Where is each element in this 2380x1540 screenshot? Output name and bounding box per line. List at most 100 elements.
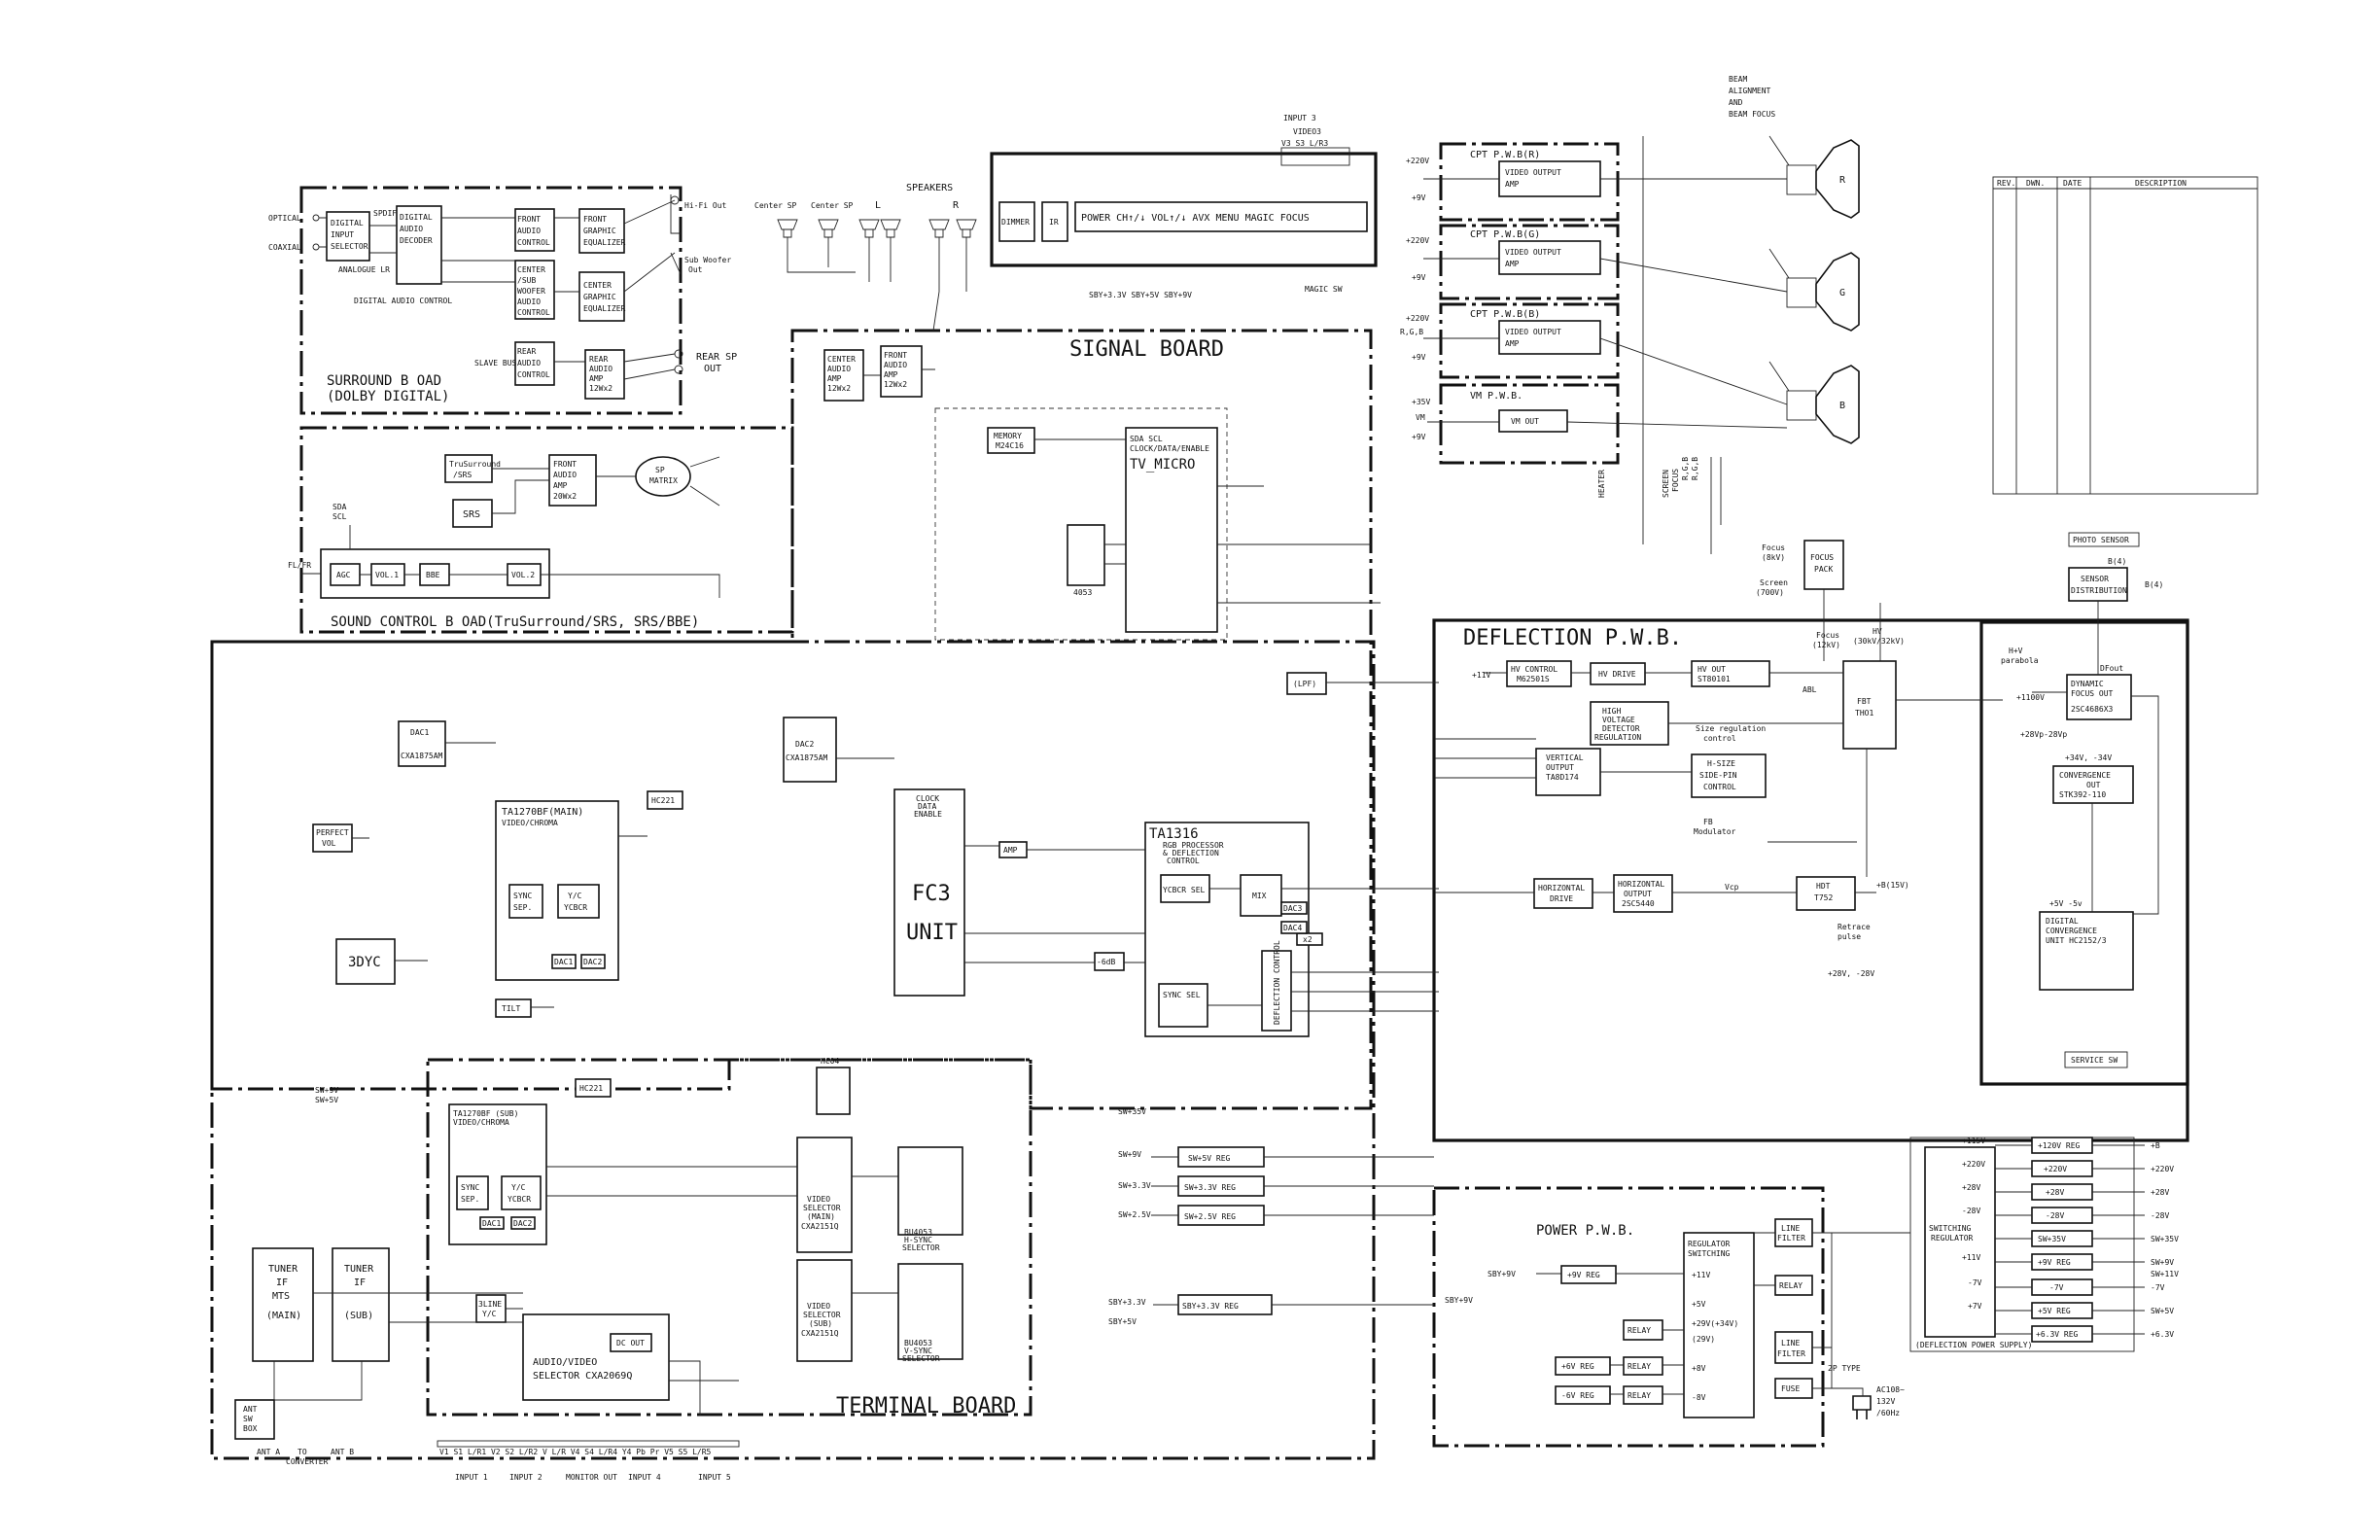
speaker-label-center-1: Center SP: [754, 201, 797, 210]
reg6p-block: +6V REG: [1555, 1356, 1611, 1376]
svg-text:CONTROL: CONTROL: [1703, 783, 1736, 791]
svg-text:SW+9V: SW+9V: [2151, 1258, 2174, 1267]
supply-regulators: SW+35V SW+9V SW+3.3V SW+2.5V SW+5V REG S…: [1108, 1107, 1434, 1326]
beam-label-4: BEAM FOCUS: [1729, 110, 1775, 119]
beam-label-1: BEAM: [1729, 75, 1747, 84]
sync-sel-block: SYNC SEL: [1158, 983, 1208, 1028]
svg-text:PERFECT: PERFECT: [316, 828, 349, 837]
v5-label: +5V -5v: [2049, 899, 2082, 908]
size-reg-label: Size regulation: [1696, 724, 1766, 733]
hv-kv-label: HV: [1872, 627, 1882, 636]
hifi-out-label: Hi-Fi Out: [684, 201, 727, 210]
svg-text:H-SYNC: H-SYNC: [904, 1236, 932, 1244]
x2-block: x2: [1296, 932, 1323, 946]
svg-text:AMP: AMP: [1003, 846, 1018, 855]
sw35-label: SW+35V: [1118, 1107, 1146, 1116]
svg-text:+6.3V: +6.3V: [2151, 1330, 2174, 1339]
dac2-small: DAC2: [580, 954, 606, 969]
sub-woofer-label-2: Out: [688, 265, 703, 274]
yc-ycbcr-block: Y/C YCBCR: [557, 884, 600, 919]
speakers-group: SPEAKERS Center SP Center SP L R: [754, 183, 977, 332]
rear-sp-out-label-2: OUT: [704, 364, 721, 374]
flfr-label: FL/FR: [288, 561, 311, 570]
sound-control-board-title: SOUND CONTROL B OAD(TruSurround/SRS, SRS…: [331, 614, 699, 630]
speaker-icon-6: [956, 219, 977, 238]
svg-text:+6V REG: +6V REG: [1561, 1362, 1594, 1371]
rgb-label: R,G,B: [1400, 328, 1423, 336]
svg-text:DATA: DATA: [918, 802, 936, 811]
svg-text:+120V REG: +120V REG: [2038, 1141, 2081, 1150]
dynamic-focus-block: DFout DYNAMIC FOCUS OUT 2SC4686X3: [2066, 664, 2132, 720]
svg-text:DECODER: DECODER: [400, 236, 433, 245]
dac1-sub-small: DAC1: [479, 1216, 505, 1230]
rail-in-7: +7V: [1968, 1302, 1982, 1311]
bbe-block: BBE: [419, 563, 450, 586]
svg-text:& DEFLECTION: & DEFLECTION: [1163, 849, 1219, 858]
surround-board-outline: [299, 186, 682, 415]
svg-text:IF: IF: [354, 1278, 366, 1288]
svg-text:-6dB: -6dB: [1097, 958, 1115, 966]
svg-text:FRONT: FRONT: [884, 351, 907, 360]
svg-text:RELAY: RELAY: [1779, 1281, 1802, 1290]
sw25-reg-block: SW+2.5V REG: [1177, 1205, 1265, 1226]
svg-text:SW+35V: SW+35V: [2151, 1235, 2179, 1243]
svg-text:VOL.2: VOL.2: [511, 571, 535, 579]
coaxial-jack: [312, 243, 320, 251]
svg-text:EQUALIZER: EQUALIZER: [583, 238, 626, 247]
svg-text:DIGITAL: DIGITAL: [400, 213, 433, 222]
input-group-2: INPUT 2: [509, 1473, 542, 1482]
v220-b: +220V: [1406, 314, 1429, 323]
beam-label-3: AND: [1729, 98, 1743, 107]
svg-text:SELECTOR: SELECTOR: [902, 1243, 940, 1252]
svg-text:TA1316: TA1316: [1149, 826, 1199, 842]
svg-text:HV DRIVE: HV DRIVE: [1598, 670, 1636, 679]
svg-text:G: G: [1839, 288, 1845, 298]
fbt-block: FBT THO1: [1842, 660, 1897, 750]
revision-table: REV. DWN. DATE DESCRIPTION: [1992, 176, 2258, 495]
svg-text:VOL: VOL: [322, 839, 336, 848]
svg-text:CXA1875AM: CXA1875AM: [401, 752, 443, 760]
front-graphic-equalizer: FRONT GRAPHIC EQUALIZER: [578, 208, 626, 254]
dac1-small: DAC1: [551, 954, 577, 969]
plug-v-label: 132V: [1876, 1397, 1895, 1406]
reg-column: +120V REG +220V +28V -28V SW+35V +9V REG…: [2031, 1137, 2093, 1343]
bl4-label-2: B(4): [2145, 580, 2163, 589]
svg-text:VIDEO: VIDEO: [807, 1302, 830, 1311]
rail-in-5: +11V: [1962, 1253, 1980, 1262]
svg-text:Y/C: Y/C: [568, 892, 582, 900]
svg-text:STK392-110: STK392-110: [2059, 790, 2106, 799]
tube-r: R: [1786, 139, 1860, 219]
svg-text:HC04: HC04: [821, 1057, 839, 1066]
svg-text:AUDIO: AUDIO: [400, 225, 423, 233]
svg-text:RELAY: RELAY: [1628, 1362, 1651, 1371]
svg-text:ST80101: ST80101: [1698, 675, 1731, 683]
rgb-sf-label-2: R,G,B: [1691, 457, 1699, 480]
svg-text:+6.3V REG: +6.3V REG: [2036, 1330, 2079, 1339]
svg-text:DETECTOR: DETECTOR: [1602, 724, 1640, 733]
dwn-header: DWN.: [2026, 179, 2045, 188]
svg-text:RELAY: RELAY: [1628, 1391, 1651, 1400]
speaker-icon-1: [777, 219, 798, 238]
svg-text:DAC1: DAC1: [482, 1219, 501, 1228]
yc-sub-block: Y/C YCBCR: [501, 1175, 542, 1210]
video-selector-sub: VIDEO SELECTOR (SUB) CXA2151Q: [796, 1259, 853, 1362]
input-group-4: INPUT 4: [628, 1473, 661, 1482]
svg-text:SYNC: SYNC: [461, 1183, 479, 1192]
dac2-block: DAC2 CXA1875AM: [783, 717, 837, 783]
svg-text:FRONT: FRONT: [553, 460, 577, 469]
hv-out-block: HV OUT ST80101: [1691, 660, 1770, 687]
fc3-unit-block: CLOCK DATA ENABLE FC3 UNIT: [893, 788, 965, 997]
svg-text:YCBCR: YCBCR: [508, 1195, 531, 1204]
input-group-5: INPUT 5: [698, 1473, 731, 1482]
svg-text:PHOTO SENSOR: PHOTO SENSOR: [2073, 536, 2129, 544]
ant-sw-box: ANT SW BOX: [234, 1399, 275, 1440]
svg-text:+220V: +220V: [2151, 1165, 2174, 1173]
ycbcr-sel-block: YCBCR SEL: [1160, 874, 1210, 903]
svg-text:CONTROL: CONTROL: [517, 308, 550, 317]
speaker-icon-4: [880, 219, 901, 238]
svg-text:VIDEO: VIDEO: [807, 1195, 830, 1204]
v220-g: +220V: [1406, 236, 1429, 245]
screen-700v-label-2: (700V): [1756, 588, 1784, 597]
deflection-supply-outline: [1909, 1137, 2135, 1352]
video3-jack-box: [1280, 147, 1350, 166]
